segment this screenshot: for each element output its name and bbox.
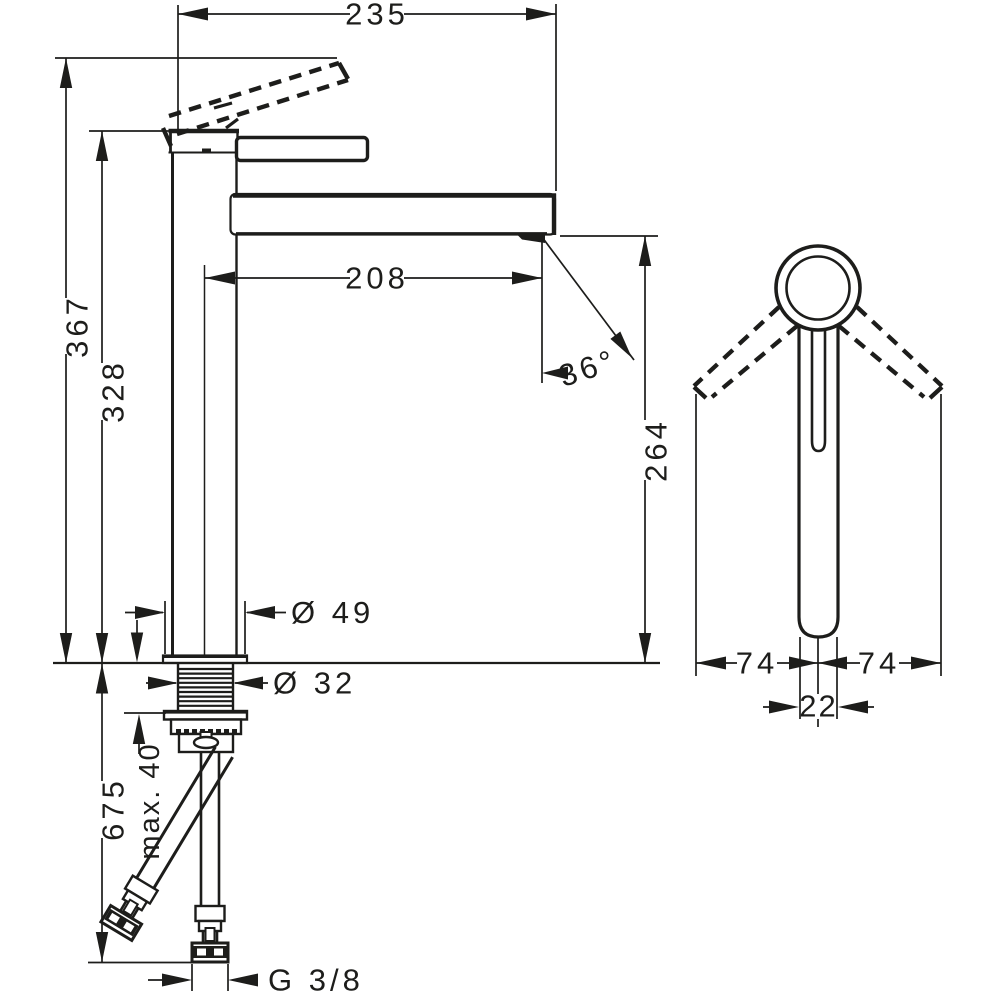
drain-rod-eyelet	[192, 735, 220, 750]
cartridge-mark-dash	[213, 101, 233, 110]
dim-label-angle-36: 36°	[555, 342, 622, 393]
spout-top-outline	[797, 300, 840, 639]
supply-hose-angled	[98, 746, 234, 943]
front-view: 235 367 328 675 208 36°	[53, 0, 674, 998]
dim-label-264: 264	[639, 418, 674, 482]
dimensions-top: 74 74 22	[695, 394, 942, 727]
supply-hose-straight	[190, 752, 230, 964]
cartridge-mark-dash	[225, 117, 239, 130]
dim-label-208: 208	[345, 261, 409, 296]
dim-label-367: 367	[60, 294, 95, 358]
shank-threads	[178, 667, 233, 707]
dim-label-g38: G 3/8	[268, 963, 364, 998]
angle-arrow-on-vertical	[542, 366, 568, 380]
top-view: 74 74 22	[692, 244, 944, 727]
handle-lever	[234, 135, 370, 163]
angle-arrow-on-slant	[610, 331, 632, 358]
dim-label-328: 328	[96, 359, 131, 423]
dim-label-22: 22	[799, 689, 837, 724]
handle-pivot-inner-circle	[785, 255, 851, 321]
handle-swivel-dashed	[692, 305, 944, 400]
spout	[229, 192, 557, 243]
aerator	[515, 232, 545, 243]
mounting-shank	[162, 664, 249, 754]
dim-label-dia-32: Ø 32	[273, 666, 356, 701]
handle-lever-raised-dashed	[160, 60, 350, 147]
base-escutcheon	[161, 654, 249, 665]
cartridge-center-mark	[202, 148, 211, 153]
dimensions-front: 235 367 328 675 208 36°	[55, 0, 674, 998]
dim-label-235: 235	[345, 0, 409, 32]
dim-label-74-right: 74	[858, 646, 900, 681]
dim-label-675: 675	[96, 777, 131, 841]
head-cap	[168, 128, 239, 154]
dim-label-dia-49: Ø 49	[291, 595, 374, 630]
dim-label-74-left: 74	[736, 646, 778, 681]
handle-lever-top-outline	[810, 310, 827, 453]
handle-pivot-outer-circle	[774, 244, 862, 332]
dim-label-max-40: max. 40	[134, 742, 166, 859]
faucet-body	[168, 128, 239, 657]
